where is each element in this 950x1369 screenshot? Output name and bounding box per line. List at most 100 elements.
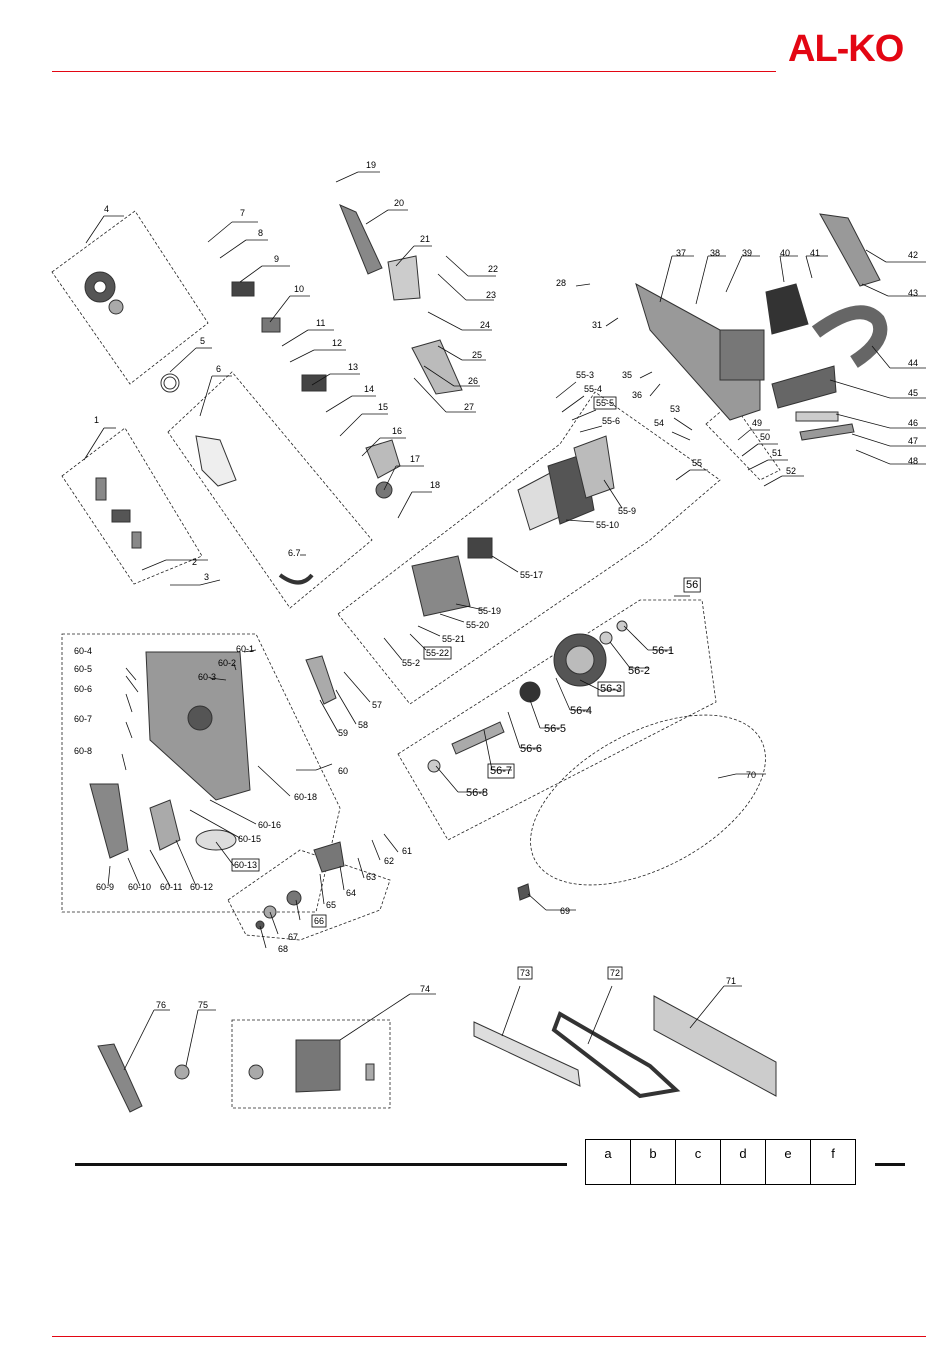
part-label-5: 5 [200, 336, 205, 346]
part-label-60-10: 60-10 [128, 882, 151, 892]
variant-code-table: a b c d e f [585, 1139, 856, 1185]
part-label-60: 60 [338, 766, 348, 776]
part-label-55-9: 55-9 [618, 506, 636, 516]
part-label-56: 56 [686, 579, 698, 591]
part-label-27: 27 [464, 402, 474, 412]
part-label-60-4: 60-4 [74, 646, 92, 656]
group-74-outline [231, 1019, 391, 1109]
part-label-7: 7 [240, 208, 245, 218]
footer-rule [75, 1163, 567, 1166]
part-label-60-9: 60-9 [96, 882, 114, 892]
label-box-73 [517, 966, 533, 980]
part-label-60-6: 60-6 [74, 684, 92, 694]
part-label-3: 3 [204, 572, 209, 582]
part-label-60-1: 60-1 [236, 644, 254, 654]
part-label-38: 38 [710, 248, 720, 258]
part-label-75: 75 [198, 1000, 208, 1010]
part-label-22: 22 [488, 264, 498, 274]
part-label-6-7: 6.7 [288, 548, 301, 558]
part-label-66: 66 [314, 916, 324, 926]
part-label-19: 19 [366, 160, 376, 170]
part-label-56-7: 56-7 [490, 765, 512, 777]
part-label-52: 52 [786, 466, 796, 476]
part-label-60-8: 60-8 [74, 746, 92, 756]
part-label-14: 14 [364, 384, 374, 394]
part-label-55-5: 55-5 [596, 398, 614, 408]
part-label-55-22: 55-22 [426, 648, 449, 658]
part-label-60-11: 60-11 [160, 882, 182, 892]
part-label-60-5: 60-5 [74, 664, 92, 674]
part-label-55-2: 55-2 [402, 658, 420, 668]
part-label-60-12: 60-12 [190, 882, 213, 892]
part-label-10: 10 [294, 284, 304, 294]
label-box-55-22 [423, 646, 452, 660]
part-label-57: 57 [372, 700, 382, 710]
footer-bottom-rule [52, 1336, 926, 1337]
group-70-outline [530, 714, 766, 886]
part-label-18: 18 [430, 480, 440, 490]
part-label-46: 46 [908, 418, 918, 428]
part-label-36: 36 [632, 390, 642, 400]
label-box-56-3 [597, 681, 625, 697]
part-label-28: 28 [556, 278, 566, 288]
part-label-73: 73 [520, 968, 530, 978]
part-label-62: 62 [384, 856, 394, 866]
part-label-59: 59 [338, 728, 348, 738]
label-box-56-7 [487, 763, 515, 779]
part-label-56-2: 56-2 [628, 665, 650, 677]
part-label-56-3: 56-3 [600, 683, 622, 695]
part-label-55-17: 55-17 [520, 570, 543, 580]
part-label-64: 64 [346, 888, 356, 898]
part-label-65: 65 [326, 900, 336, 910]
part-label-63: 63 [366, 872, 376, 882]
part-label-25: 25 [472, 350, 482, 360]
part-label-55-20: 55-20 [466, 620, 489, 630]
part-label-20: 20 [394, 198, 404, 208]
code-col-e: e [765, 1139, 811, 1185]
part-label-71: 71 [726, 976, 736, 986]
part-label-48: 48 [908, 456, 918, 466]
part-label-60-3: 60-3 [198, 672, 216, 682]
part-label-76: 76 [156, 1000, 166, 1010]
part-label-24: 24 [480, 320, 490, 330]
part-label-55-21: 55-21 [442, 634, 465, 644]
part-label-55-3: 55-3 [576, 370, 594, 380]
group-4-outline [51, 210, 209, 385]
part-label-40: 40 [780, 248, 790, 258]
part-label-54: 54 [654, 418, 664, 428]
part-label-55-6: 55-6 [602, 416, 620, 426]
part-label-55-10: 55-10 [596, 520, 619, 530]
part-label-56-8: 56-8 [466, 787, 488, 799]
part-label-43: 43 [908, 288, 918, 298]
part-label-56-6: 56-6 [520, 743, 542, 755]
code-col-a: a [585, 1139, 631, 1185]
part-label-49: 49 [752, 418, 762, 428]
part-label-11: 11 [316, 318, 325, 328]
part-label-16: 16 [392, 426, 402, 436]
part-label-41: 41 [810, 248, 820, 258]
label-box-56 [683, 577, 701, 593]
header-rule [52, 71, 776, 72]
part-label-2: 2 [192, 557, 197, 567]
code-col-d: d [720, 1139, 766, 1185]
group-6-outline [167, 371, 373, 609]
part-label-35: 35 [622, 370, 632, 380]
leader-lines [83, 171, 926, 1071]
part-label-60-2: 60-2 [218, 658, 236, 668]
part-label-55: 55 [692, 458, 702, 468]
group-55-outline [337, 391, 721, 705]
part-shapes [84, 204, 888, 1113]
part-number-labels: 1234566.77891011121314151617181920212223… [74, 160, 918, 1010]
part-label-15: 15 [378, 402, 388, 412]
code-col-b: b [630, 1139, 676, 1185]
part-label-12: 12 [332, 338, 342, 348]
part-label-21: 21 [420, 234, 430, 244]
part-label-72: 72 [610, 968, 620, 978]
group-1-outline [61, 427, 203, 585]
part-label-55-4: 55-4 [584, 384, 602, 394]
part-label-56-1: 56-1 [652, 645, 674, 657]
part-label-23: 23 [486, 290, 496, 300]
part-label-56-4: 56-4 [570, 705, 592, 717]
part-label-67: 67 [288, 932, 298, 942]
